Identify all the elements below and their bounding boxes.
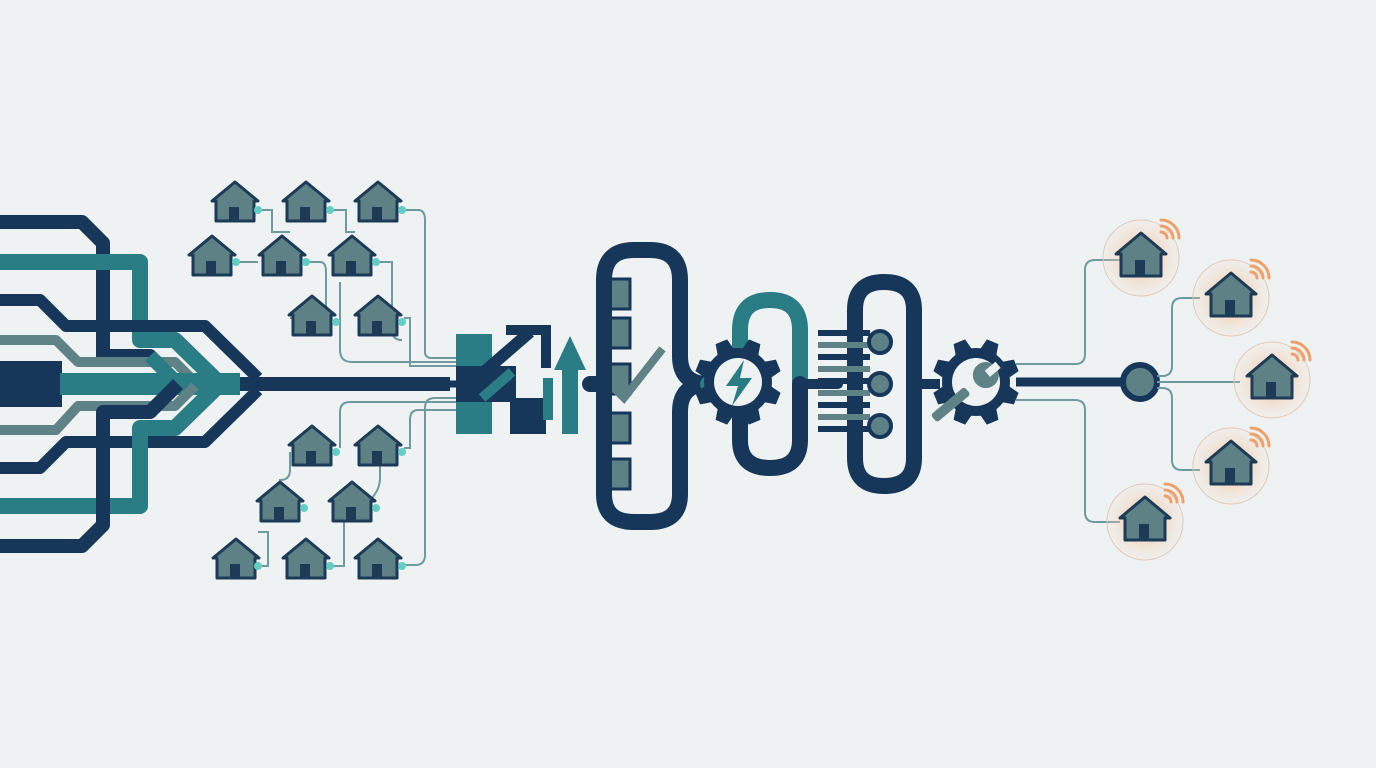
house-cluster-upper xyxy=(187,180,403,337)
gear-icon xyxy=(931,339,1019,425)
connected-homes xyxy=(1102,218,1312,561)
pipe-loops xyxy=(582,242,922,530)
connected-home xyxy=(1102,218,1181,297)
house-icon xyxy=(281,180,331,223)
lower-cluster-dots xyxy=(254,448,406,570)
trunk-line xyxy=(0,254,226,390)
trunk-block xyxy=(0,361,62,407)
upper-cluster-dots xyxy=(232,206,406,326)
trunk-line xyxy=(0,294,263,383)
house-icon xyxy=(281,537,331,580)
connected-home xyxy=(1192,258,1271,337)
list-lines-icon xyxy=(818,329,893,439)
lower-cluster-connectors xyxy=(258,397,462,567)
house-icon xyxy=(353,294,403,337)
wrench-icon xyxy=(931,361,1001,422)
house-icon xyxy=(327,480,377,523)
house-icon xyxy=(327,234,377,277)
house-icon xyxy=(287,294,337,337)
upper-cluster-connectors xyxy=(236,209,462,367)
trunk-line xyxy=(0,335,199,386)
trunk-lines xyxy=(0,215,462,553)
house-icon xyxy=(257,234,307,277)
trunk-line xyxy=(0,385,263,474)
house-icon xyxy=(255,480,305,523)
lightning-bolt-icon xyxy=(726,360,752,406)
house-icon xyxy=(353,537,403,580)
house-icon xyxy=(211,537,261,580)
trunk-line xyxy=(0,379,183,553)
house-icon xyxy=(287,424,337,467)
connected-home xyxy=(1106,482,1185,561)
connected-home xyxy=(1233,340,1312,419)
trunk-line xyxy=(0,382,199,435)
hub-node-icon xyxy=(1016,259,1240,523)
house-icon xyxy=(210,180,260,223)
connected-home xyxy=(1192,426,1271,505)
trunk-line xyxy=(0,378,226,514)
merge-arrows-icon xyxy=(456,325,586,434)
gear-icon xyxy=(695,339,781,425)
house-cluster-lower xyxy=(211,424,403,580)
house-icon xyxy=(353,180,403,223)
house-icon xyxy=(353,424,403,467)
house-icon xyxy=(187,234,237,277)
